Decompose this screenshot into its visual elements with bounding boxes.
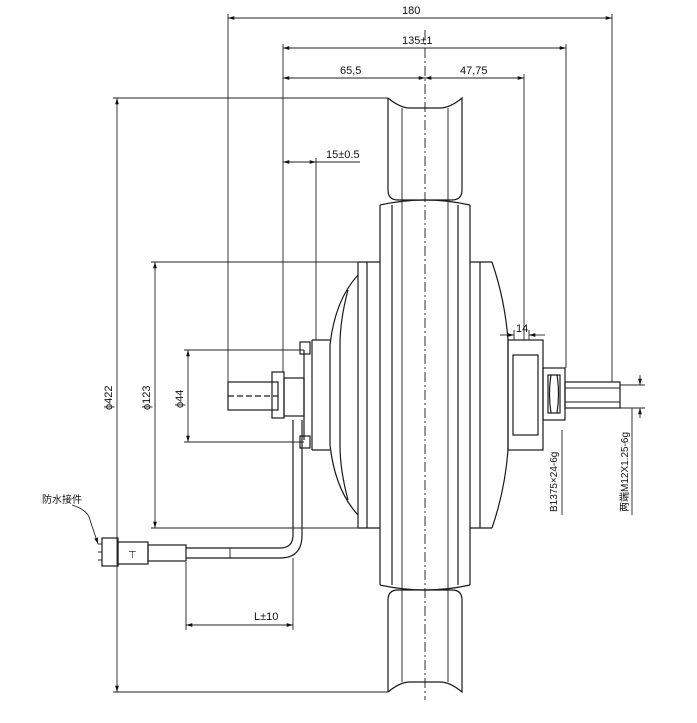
dim-rim-diameter: ϕ422 xyxy=(103,385,115,410)
dim-15: 15±0.5 xyxy=(326,149,360,161)
freewheel-thread-label: B1375×24-6g xyxy=(549,452,560,512)
dim-65-5: 65,5 xyxy=(340,65,361,77)
rim xyxy=(379,30,471,700)
left-axle xyxy=(227,339,330,451)
dim-cable-length: L±10 xyxy=(254,611,278,623)
dim-135: 135±1 xyxy=(402,35,433,47)
connector-mark: ⊤ xyxy=(128,550,137,561)
hub-body xyxy=(329,261,544,529)
dimension-lines xyxy=(71,14,645,693)
right-axle xyxy=(542,367,621,421)
dim-axle-diameter: ϕ44 xyxy=(174,390,186,408)
dim-47-75: 47,75 xyxy=(460,65,488,77)
dim-14: 14 xyxy=(516,323,528,335)
connector-note: 防水接件 xyxy=(42,493,82,506)
axle-thread-label: 两端M12X1.25-6g xyxy=(618,432,631,512)
dim-hub-diameter: ϕ123 xyxy=(141,385,153,410)
dim-180: 180 xyxy=(402,5,420,17)
